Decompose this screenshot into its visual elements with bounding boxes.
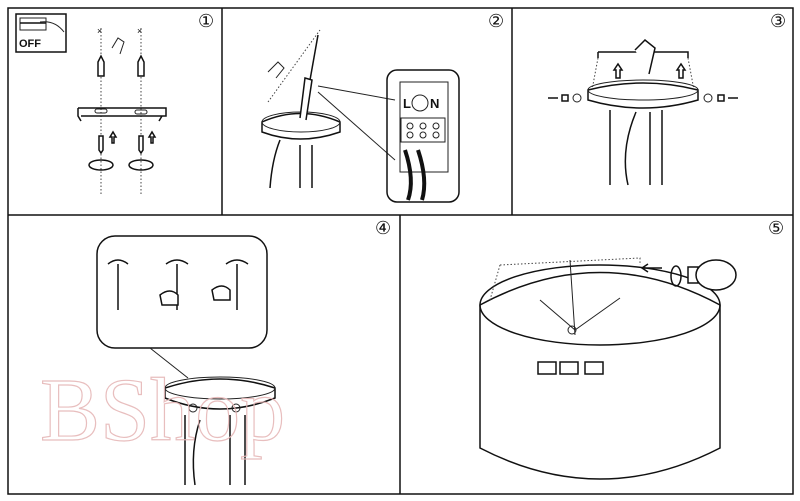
screw-icon xyxy=(98,135,104,155)
hand-icon xyxy=(39,21,65,33)
wall-plug-icon xyxy=(137,54,145,77)
hand-icon xyxy=(159,290,179,306)
lampshade-icon xyxy=(479,271,721,480)
connector-icon xyxy=(299,77,313,121)
step-5-shade-and-bulb xyxy=(479,257,737,480)
socket-icon xyxy=(559,361,579,375)
panel-frame xyxy=(7,7,794,495)
canopy-icon xyxy=(164,378,276,410)
socket-icon xyxy=(537,361,557,375)
svg-text:×: × xyxy=(137,26,142,36)
step-3-number: ③ xyxy=(770,11,786,32)
bulb-icon xyxy=(695,259,737,291)
svg-text:×: × xyxy=(97,26,102,36)
watermark: BShop xyxy=(40,361,285,460)
rotate-icon xyxy=(88,159,114,171)
step-5-number: ⑤ xyxy=(768,218,784,239)
rotate-icon xyxy=(128,159,154,171)
bracket-icon xyxy=(597,51,689,58)
arrow-up-icon xyxy=(108,130,118,144)
terminal-n-label: N xyxy=(430,96,439,111)
hand-icon xyxy=(211,285,231,301)
detail-callout xyxy=(96,235,268,349)
step-1-mounting-bracket: OFF × × xyxy=(15,13,167,195)
step-4-install-canopy: BShop xyxy=(39,235,286,486)
screw-icon xyxy=(717,94,738,102)
arrow-up-icon xyxy=(675,62,687,79)
screw-icon xyxy=(548,94,569,102)
screwdriver-icon xyxy=(267,61,285,79)
step-2-number: ② xyxy=(488,11,504,32)
step-2-wiring: L N xyxy=(261,29,460,203)
canopy-icon xyxy=(261,112,341,140)
terminal-block-icon xyxy=(386,69,460,203)
step-4-number: ④ xyxy=(375,218,391,239)
canopy-icon xyxy=(587,82,699,109)
screw-icon xyxy=(138,135,144,155)
step-3-attach-canopy xyxy=(548,38,738,186)
terminal-l-label: L xyxy=(403,96,411,111)
arrow-up-icon xyxy=(147,130,157,144)
power-off-label: OFF xyxy=(19,38,41,50)
step-1-number: ① xyxy=(198,11,214,32)
drill-icon xyxy=(111,37,125,55)
bracket-icon xyxy=(77,107,167,122)
arrow-up-icon xyxy=(612,62,624,79)
wall-plug-icon xyxy=(97,54,105,77)
arrow-left-icon xyxy=(640,263,662,273)
socket-icon xyxy=(584,361,604,375)
